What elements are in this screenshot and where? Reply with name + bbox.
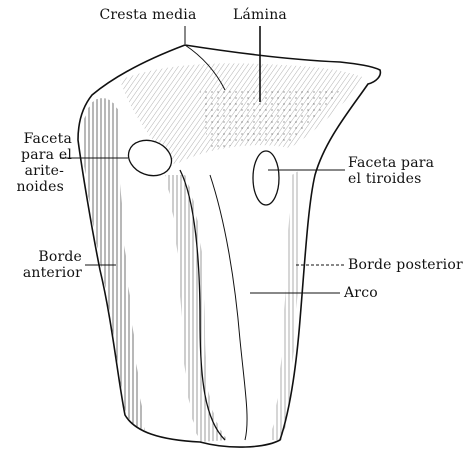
label-faceta-aritenoides-3: arite- (0, 164, 64, 179)
label-borde-anterior-2: anterior (0, 266, 82, 281)
label-borde-anterior-1: Borde (0, 250, 82, 265)
label-lamina: Lámina (222, 8, 298, 23)
arch-inner-curve-2 (210, 175, 247, 440)
arch-shading (165, 175, 228, 442)
label-borde-posterior: Borde posterior (348, 258, 470, 273)
label-arco: Arco (344, 286, 404, 301)
label-faceta-tiroides-2: el tiroides (348, 172, 468, 187)
posterior-border-shading (270, 170, 301, 440)
label-cresta-media: Cresta media (92, 8, 204, 23)
label-faceta-aritenoides-1: Faceta (0, 132, 72, 147)
thyroid-facet (253, 151, 279, 205)
label-faceta-aritenoides-2: para el (0, 148, 72, 163)
label-faceta-tiroides-1: Faceta para (348, 156, 468, 171)
label-faceta-aritenoides-4: noides (0, 180, 64, 195)
